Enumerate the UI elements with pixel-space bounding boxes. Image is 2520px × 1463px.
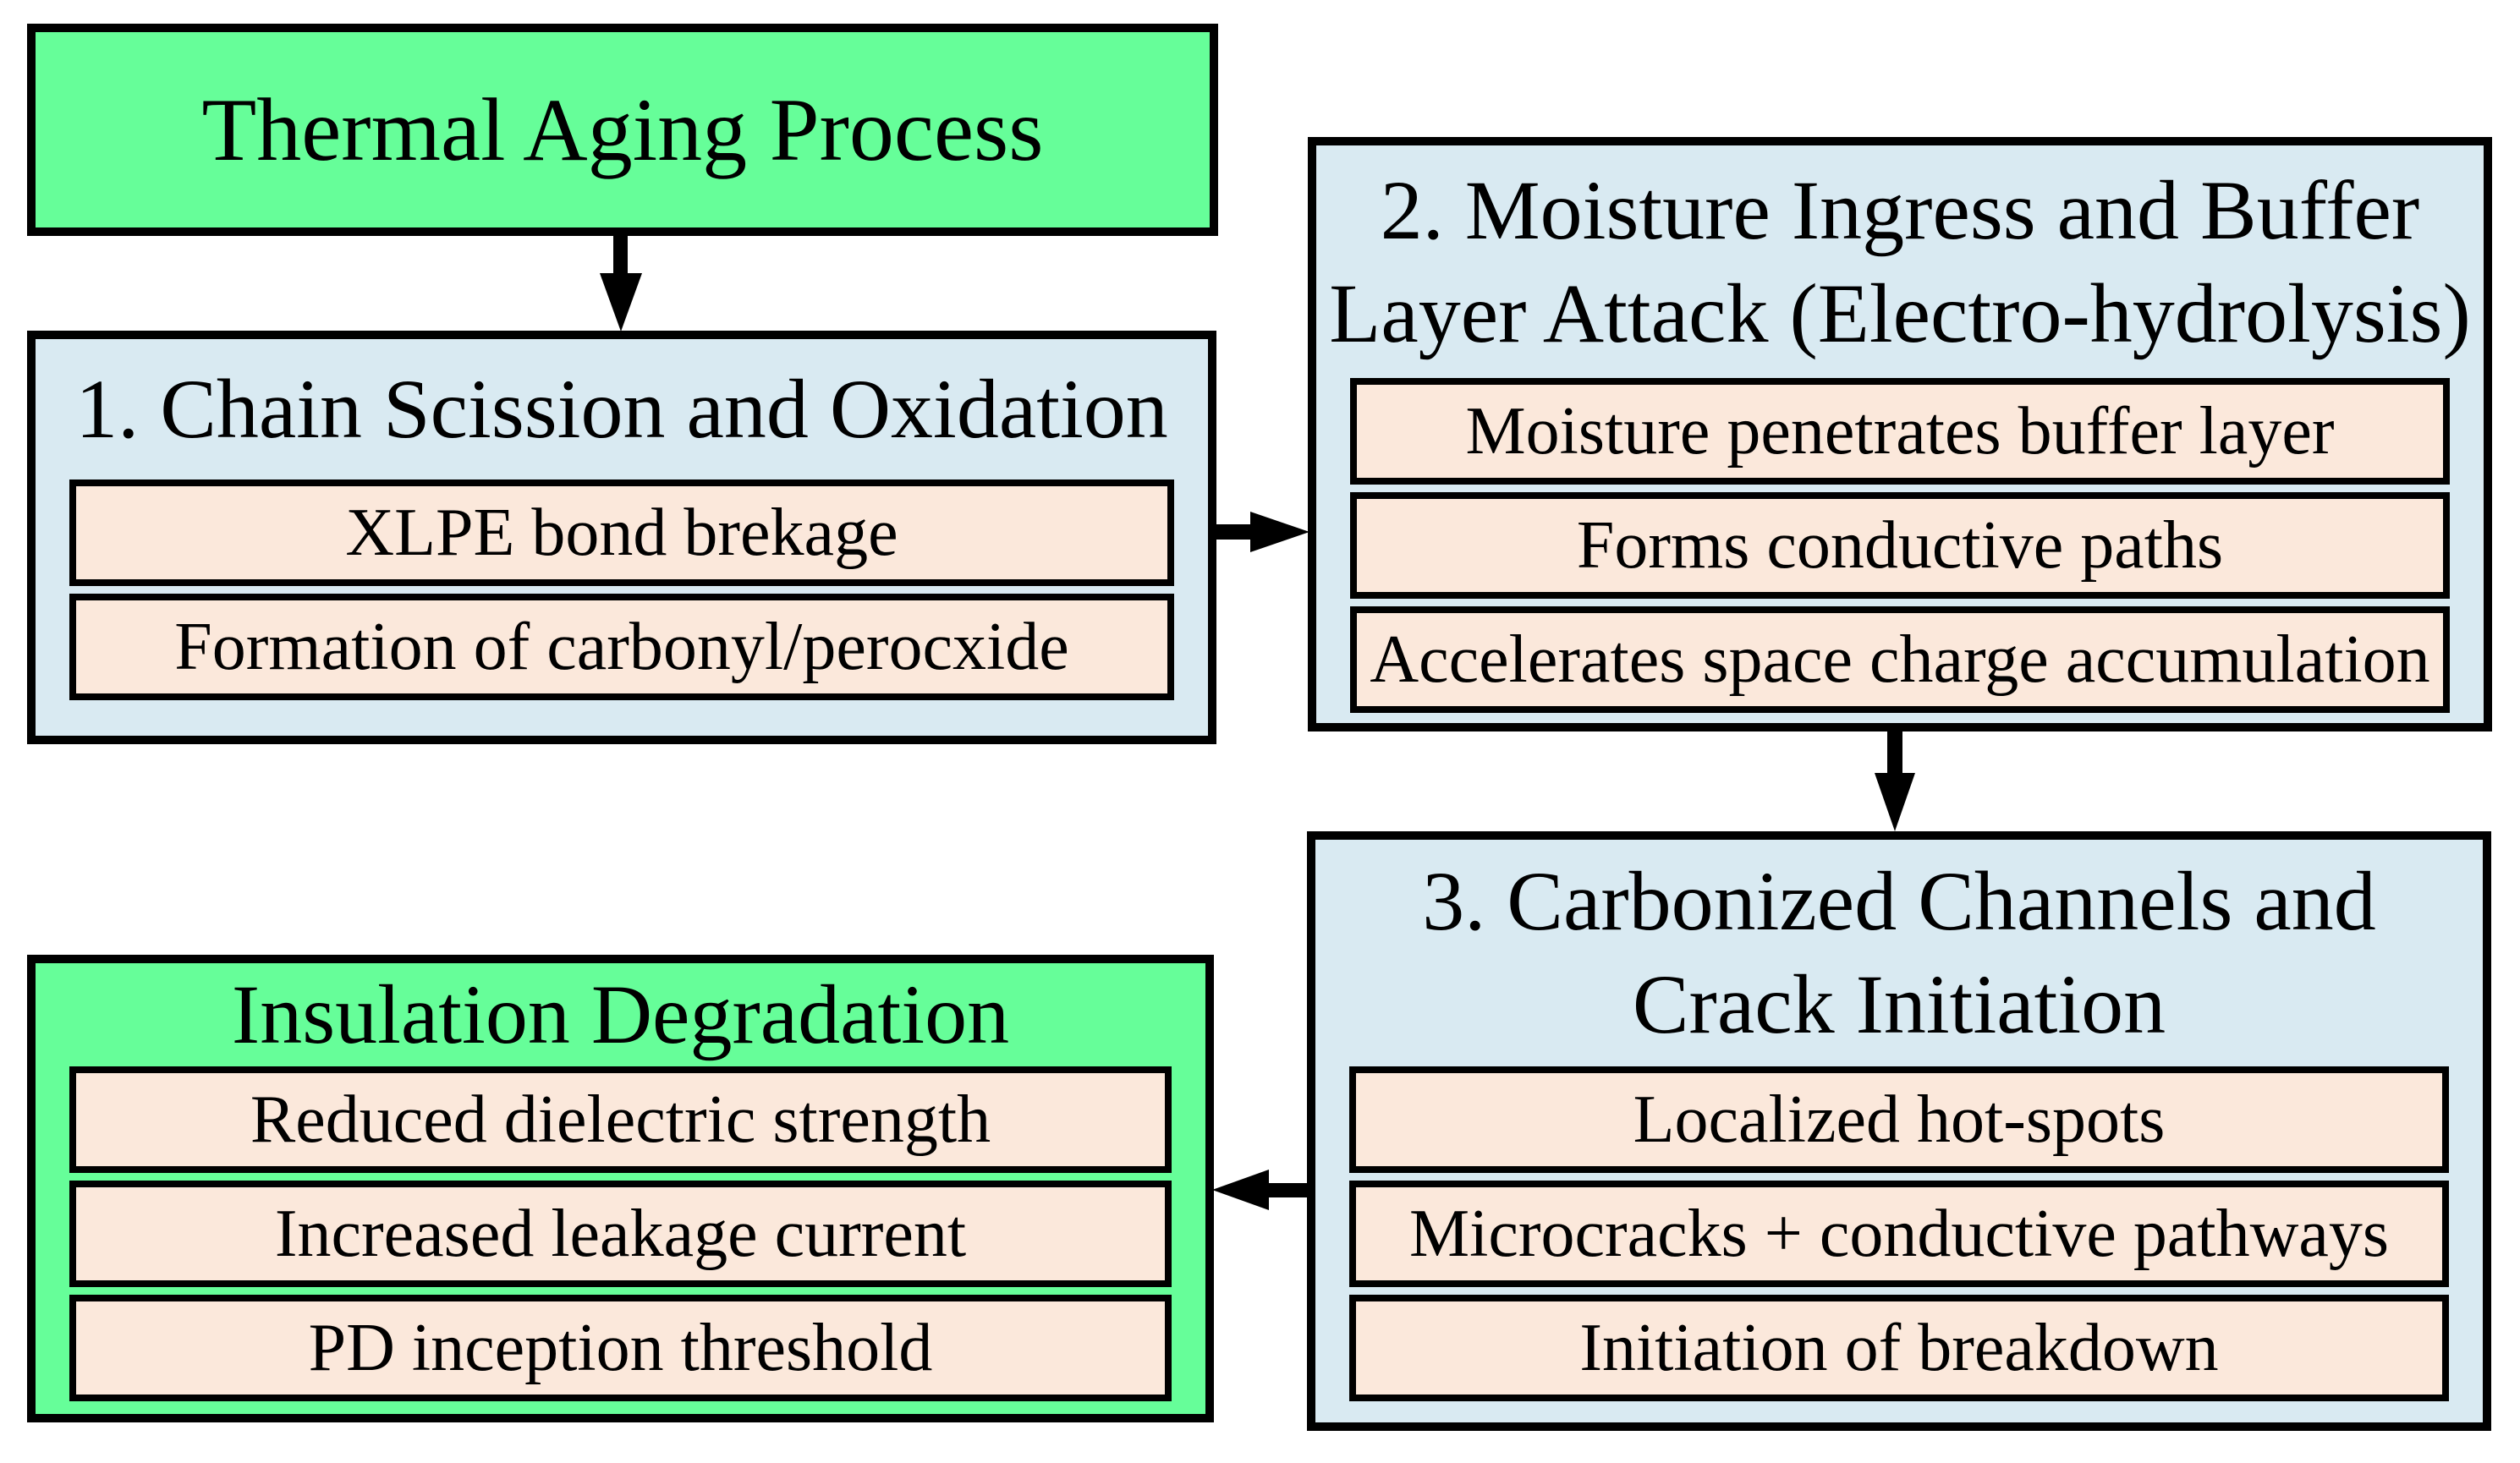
arrow-shaft: [1887, 726, 1902, 775]
chain-scission-box: 1. Chain Scission and Oxidation XLPE bon…: [27, 331, 1216, 744]
chain-item-xlpe-bond-brekage: XLPE bond brekage: [69, 479, 1174, 586]
moisture-item-conductive-paths: Forms conductive paths: [1350, 492, 2450, 599]
thermal-aging-title: Thermal Aging Process: [36, 32, 1210, 227]
carbon-item-microcracks-pathways: Microcracks + conductive pathways: [1349, 1181, 2449, 1287]
carbonized-channels-box: 3. Carbonized Channels and Crack Initiat…: [1307, 831, 2491, 1431]
insulation-item-dielectric-strength: Reduced dielectric strength: [69, 1066, 1172, 1173]
arrow-shaft: [1213, 524, 1252, 540]
arrow-shaft: [613, 234, 628, 275]
insulation-item-pd-inception: PD inception threshold: [69, 1295, 1172, 1401]
title-line: Thermal Aging Process: [201, 79, 1044, 179]
insulation-degradation-box: Insulation Degradation Reduced dielectri…: [27, 955, 1214, 1422]
thermal-aging-box: Thermal Aging Process: [27, 24, 1218, 236]
moisture-ingress-title: 2. Moisture Ingress and Buffer Layer Att…: [1329, 145, 2471, 378]
title-line: 2. Moisture Ingress and Buffer: [1380, 162, 2420, 257]
arrow-right-icon: [1250, 512, 1309, 552]
insulation-item-leakage-current: Increased leakage current: [69, 1181, 1172, 1287]
chain-scission-title: 1. Chain Scission and Oxidation: [69, 339, 1174, 479]
title-line: Crack Initiation: [1632, 957, 2166, 1051]
arrow-shaft: [1266, 1183, 1308, 1197]
arrow-down-icon: [1875, 773, 1915, 831]
arrow-down-icon: [600, 273, 642, 332]
title-line: Insulation Degradation: [231, 967, 1010, 1061]
title-line: 3. Carbonized Channels and: [1422, 854, 2376, 948]
arrow-left-icon: [1212, 1170, 1269, 1210]
chain-item-carbonyl-perocxide: Formation of carbonyl/perocxide: [69, 594, 1174, 700]
title-line: Layer Attack (Electro-hydrolysis): [1329, 266, 2471, 360]
moisture-item-penetrates-buffer: Moisture penetrates buffer layer: [1350, 378, 2450, 485]
title-line: 1. Chain Scission and Oxidation: [75, 362, 1168, 456]
insulation-degradation-title: Insulation Degradation: [69, 963, 1172, 1066]
carbon-item-initiation-breakdown: Initiation of breakdown: [1349, 1295, 2449, 1401]
moisture-item-space-charge: Accelerates space charge accumulation: [1350, 606, 2450, 713]
moisture-ingress-box: 2. Moisture Ingress and Buffer Layer Att…: [1308, 137, 2492, 732]
carbon-item-localized-hot-spots: Localized hot-spots: [1349, 1066, 2449, 1173]
carbonized-channels-title: 3. Carbonized Channels and Crack Initiat…: [1349, 840, 2449, 1066]
